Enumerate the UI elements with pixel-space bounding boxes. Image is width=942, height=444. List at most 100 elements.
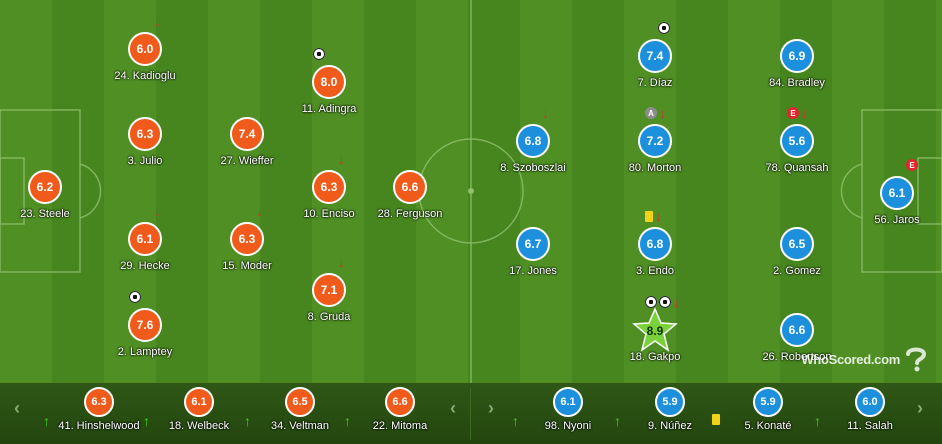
player-event-icons: ↑	[512, 414, 519, 428]
player-event-icons: ↓	[645, 295, 680, 309]
player-rating: 6.0	[128, 32, 162, 66]
player-name: 78. Quansah	[765, 162, 829, 174]
player-name: 15. Moder	[222, 260, 272, 272]
subbed-off-arrow-icon: ↓	[338, 254, 345, 270]
goal-ball-icon	[129, 291, 141, 303]
player-rating: 6.3	[128, 117, 162, 151]
prev-away-subs-button[interactable]: ‹	[450, 398, 456, 418]
player-rating: 6.5	[285, 387, 315, 417]
player-name: 7. Díaz	[637, 77, 673, 89]
yellow-card-icon	[645, 210, 653, 222]
player-name: 26. Robertson	[762, 351, 832, 363]
player-name: 41. Hinshelwood	[58, 420, 140, 432]
substitutes-bar	[0, 383, 942, 444]
player-rating: 8.9	[646, 324, 664, 338]
player-rating: 6.2	[28, 170, 62, 204]
substitute-card[interactable]: 6.1 98. Nyoni ↑	[508, 387, 628, 432]
substitute-card[interactable]: 5.9 9. Núñez ↑	[610, 387, 730, 432]
player-rating: 6.1	[880, 176, 914, 210]
player-event-icons	[313, 47, 325, 61]
player-name: 11. Salah	[847, 420, 893, 432]
subbed-on-arrow-icon: ↑	[344, 413, 351, 429]
player-event-icons: A↓	[645, 106, 666, 120]
player-name: 18. Welbeck	[168, 420, 230, 432]
player-name: 9. Núñez	[647, 420, 693, 432]
player-name: 5. Konaté	[744, 420, 792, 432]
player-name: 8. Gruda	[307, 311, 351, 323]
player-rating: 6.7	[516, 227, 550, 261]
player-card[interactable]: 6.6 26. Robertson	[737, 313, 857, 363]
player-rating: 7.2	[638, 124, 672, 158]
next-away-subs-button[interactable]: ›	[917, 398, 923, 418]
player-name: 24. Kadioglu	[114, 70, 176, 82]
player-event-icons: ↑	[614, 414, 621, 428]
subbed-off-arrow-icon: ↓	[655, 208, 662, 224]
subbed-on-arrow-icon: ↑	[43, 413, 50, 429]
subbed-off-arrow-icon: ↓	[256, 203, 263, 219]
subbed-off-arrow-icon: ↓	[154, 13, 161, 29]
player-card[interactable]: ↓ 7.1 8. Gruda	[269, 256, 389, 324]
subbed-on-arrow-icon: ↑	[512, 413, 519, 429]
subbed-off-arrow-icon: ↓	[338, 151, 345, 167]
goal-ball-icon	[645, 296, 657, 308]
subbed-off-arrow-icon: ↓	[542, 105, 549, 121]
player-rating: 6.3	[230, 222, 264, 256]
player-rating: 7.1	[312, 273, 346, 307]
question-mark-icon	[906, 347, 927, 372]
player-name: 8. Szoboszlai	[500, 162, 566, 174]
player-card[interactable]: ↓ 6.0 24. Kadioglu	[85, 15, 205, 83]
next-home-subs-button[interactable]: ›	[488, 398, 494, 418]
player-rating: 5.9	[753, 387, 783, 417]
substitute-card[interactable]: 6.1 18. Welbeck ↑	[139, 387, 259, 432]
player-rating: 6.1	[184, 387, 214, 417]
player-rating: 7.4	[230, 117, 264, 151]
player-card[interactable]: 7.4 27. Wieffer	[187, 117, 307, 167]
player-name: 80. Morton	[628, 162, 682, 174]
goal-ball-icon	[658, 22, 670, 34]
player-rating: 7.6	[128, 308, 162, 342]
player-name: 29. Hecke	[120, 260, 170, 272]
player-event-icons: ↑	[143, 414, 150, 428]
player-card[interactable]: ↓ 6.3 15. Moder	[187, 205, 307, 273]
player-event-icons: ↑	[244, 414, 251, 428]
player-name: 98. Nyoni	[544, 420, 592, 432]
substitute-card[interactable]: 5.9 5. Konaté	[708, 387, 828, 432]
subbed-off-arrow-icon: ↓	[801, 105, 808, 121]
error-leading-to-goal-icon: E	[906, 159, 918, 171]
player-rating: 6.9	[780, 39, 814, 73]
player-event-icons: ↑	[43, 414, 50, 428]
player-card[interactable]: A↓ 7.2 80. Morton	[595, 107, 715, 175]
player-name: 18. Gakpo	[629, 351, 681, 363]
player-rating: 6.6	[780, 313, 814, 347]
player-rating: 6.1	[553, 387, 583, 417]
player-event-icons: ↓	[645, 209, 662, 223]
player-name: 2. Gomez	[773, 265, 821, 277]
subbed-on-arrow-icon: ↑	[244, 413, 251, 429]
player-card[interactable]: ↓ 8.9 18. Gakpo	[595, 296, 715, 364]
player-rating: 5.9	[655, 387, 685, 417]
player-event-icons: ↓	[338, 152, 345, 166]
player-card[interactable]: 7.4 7. Díaz	[595, 22, 715, 89]
player-rating: 7.4	[638, 39, 672, 73]
subs-divider	[470, 388, 471, 440]
prev-home-subs-button[interactable]: ‹	[14, 398, 20, 418]
player-name: 27. Wieffer	[220, 155, 274, 167]
